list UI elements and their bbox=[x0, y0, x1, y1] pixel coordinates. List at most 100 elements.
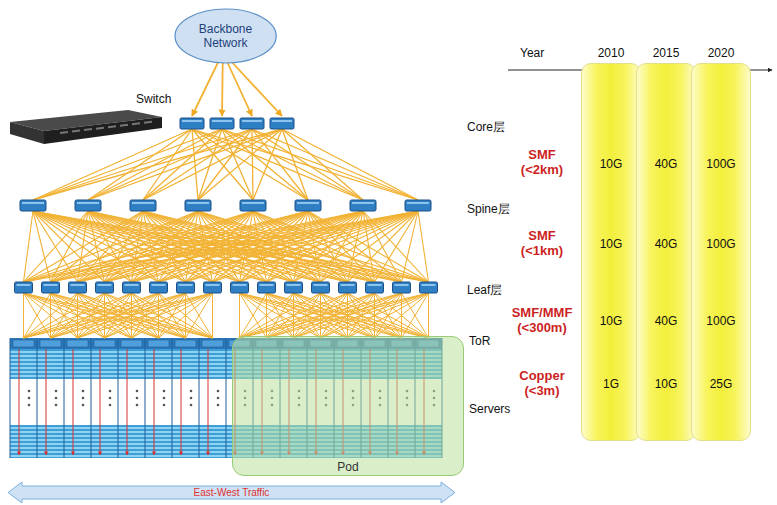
leaf-switch-highlight bbox=[179, 284, 193, 286]
core-spine-link bbox=[88, 129, 222, 200]
spine-leaf-link bbox=[418, 211, 429, 282]
bandwidth-value: 40G bbox=[637, 156, 695, 172]
ellipsis-dot bbox=[136, 404, 139, 407]
bandwidth-value: 10G bbox=[582, 236, 640, 252]
spine-switch-highlight bbox=[352, 202, 374, 204]
ellipsis-dot bbox=[163, 404, 166, 407]
ellipsis-dot bbox=[136, 390, 139, 393]
bandwidth-value: 10G bbox=[582, 313, 640, 329]
bandwidth-value: 40G bbox=[637, 313, 695, 329]
leaf-switch-highlight bbox=[422, 284, 436, 286]
rack-separator bbox=[91, 338, 92, 458]
leaf-tor-link bbox=[105, 293, 213, 338]
leaf-switch-highlight bbox=[341, 284, 355, 286]
leaf-tor-link bbox=[23, 293, 24, 338]
leaf-switch-highlight bbox=[233, 284, 247, 286]
leaf-switch bbox=[150, 282, 168, 293]
core-switch-highlight bbox=[242, 120, 262, 122]
rack-separator bbox=[226, 338, 227, 458]
leaf-switch-highlight bbox=[44, 284, 58, 286]
leaf-tor-link bbox=[24, 293, 132, 338]
leaf-tor-link bbox=[24, 293, 186, 338]
leaf-tor-link bbox=[375, 293, 429, 338]
leaf-switch bbox=[285, 282, 303, 293]
ellipsis-dot bbox=[190, 397, 193, 400]
year-label: 2020 bbox=[708, 46, 735, 60]
core-switch-group bbox=[180, 118, 294, 129]
media-label: Copper (<3m) bbox=[506, 368, 578, 398]
ellipsis-dot bbox=[163, 390, 166, 393]
ellipsis-dot bbox=[217, 404, 220, 407]
switch-port bbox=[120, 125, 128, 126]
leaf-tor-link bbox=[294, 293, 429, 338]
leaf-tor-link bbox=[78, 293, 213, 338]
spine-leaf-link bbox=[267, 211, 419, 282]
rack-separator bbox=[37, 338, 38, 458]
leaf-tor-link bbox=[348, 293, 429, 338]
tor-switch bbox=[67, 340, 88, 347]
bandwidth-value: 10G bbox=[637, 376, 695, 392]
spine-leaf-link bbox=[348, 211, 419, 282]
year-label: 2010 bbox=[598, 46, 625, 60]
leaf-switch bbox=[69, 282, 87, 293]
leaf-switch-highlight bbox=[260, 284, 274, 286]
leaf-switch-highlight bbox=[368, 284, 382, 286]
rack-separator bbox=[172, 338, 173, 458]
tor-switch bbox=[13, 340, 34, 347]
backbone-link bbox=[221, 62, 224, 116]
spine-switch-highlight bbox=[242, 202, 264, 204]
spine-switch-highlight bbox=[22, 202, 44, 204]
network-label: Backbone Network bbox=[190, 22, 260, 50]
leaf-tor-link bbox=[240, 293, 429, 338]
spine-leaf-link bbox=[24, 211, 34, 282]
leaf-switch bbox=[312, 282, 330, 293]
core-spine-link bbox=[282, 129, 418, 200]
tor-switch bbox=[40, 340, 61, 347]
leaf-tor-link bbox=[212, 293, 213, 338]
spine-leaf-link bbox=[33, 211, 429, 282]
switch-port bbox=[96, 127, 104, 130]
tor-switch bbox=[202, 340, 223, 347]
leaf-switch-highlight bbox=[125, 284, 139, 286]
ellipsis-dot bbox=[109, 390, 112, 393]
spine-leaf-link bbox=[51, 211, 309, 282]
ellipsis-dot bbox=[55, 404, 58, 407]
core-spine-link bbox=[88, 129, 192, 200]
spine-switch-highlight bbox=[77, 202, 99, 204]
leaf-switch bbox=[366, 282, 384, 293]
leaf-switch-group bbox=[15, 282, 438, 293]
rack-separator bbox=[64, 338, 65, 458]
spine-leaf-link bbox=[402, 211, 419, 282]
spine-switch bbox=[75, 200, 101, 211]
ellipsis-dot bbox=[28, 390, 31, 393]
ellipsis-dot bbox=[28, 397, 31, 400]
spine-leaf-link bbox=[24, 211, 419, 282]
leaf-switch-highlight bbox=[314, 284, 328, 286]
device-label: Switch bbox=[136, 92, 171, 106]
server-link bbox=[181, 349, 182, 455]
spine-leaf-link bbox=[321, 211, 419, 282]
switch-side bbox=[10, 122, 44, 144]
leaf-switch bbox=[42, 282, 60, 293]
leaf-tor-link bbox=[132, 293, 213, 338]
spine-leaf-link bbox=[105, 211, 419, 282]
ellipsis-dot bbox=[55, 390, 58, 393]
network-ellipse-outline bbox=[175, 9, 276, 63]
year-band: 10G10G10G1G bbox=[581, 63, 641, 441]
core-switch bbox=[240, 118, 264, 129]
network-ellipse: Backbone Network bbox=[174, 8, 277, 64]
leaf-tor-link bbox=[240, 293, 375, 338]
leaf-tor-link bbox=[321, 293, 429, 338]
leaf-switch bbox=[339, 282, 357, 293]
leaf-tor-link bbox=[240, 293, 429, 338]
spine-leaf-link bbox=[24, 211, 89, 282]
leaf-switch bbox=[123, 282, 141, 293]
leaf-tor-link bbox=[321, 293, 429, 338]
leaf-switch-highlight bbox=[152, 284, 166, 286]
leaf-switch bbox=[258, 282, 276, 293]
spine-switch bbox=[185, 200, 211, 211]
leaf-switch bbox=[15, 282, 33, 293]
ellipsis-dot bbox=[217, 390, 220, 393]
